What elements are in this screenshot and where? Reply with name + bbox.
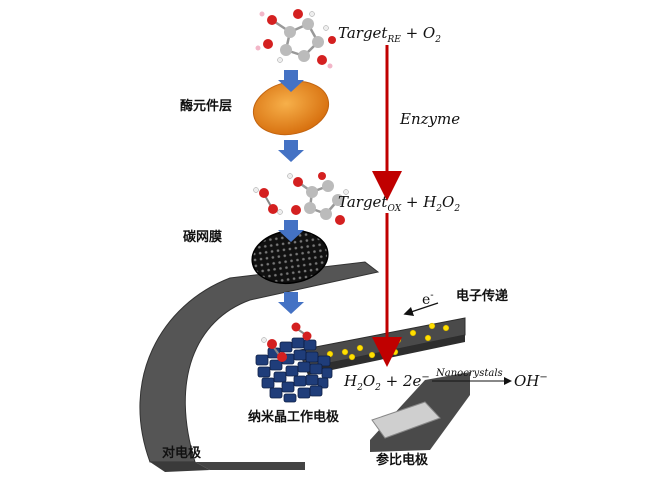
label-enzyme: Enzyme <box>399 110 460 128</box>
label-carbon-membrane: 碳网膜 <box>183 229 222 245</box>
reaction-h2o2-reduction: H2O2 + 2e− <box>343 372 430 393</box>
reaction-product: OH− <box>514 372 548 390</box>
reaction-target-reduced: TargetRE + O2 <box>338 24 441 45</box>
target-molecule-oxidized <box>287 172 349 225</box>
nanocrystal-cluster <box>255 337 333 403</box>
h2o2-molecule-bottom <box>261 322 312 362</box>
label-electron: e- <box>422 290 434 308</box>
target-molecule-top <box>255 9 336 69</box>
reference-electrode-tip <box>371 401 441 439</box>
h2o2-molecule-middle <box>253 187 283 215</box>
label-electron-transfer: 电子传递 <box>456 288 508 304</box>
counter-electrode-shape <box>139 261 380 463</box>
label-counter-electrode: 对电极 <box>162 445 202 461</box>
label-reference-electrode: 参比电极 <box>376 452 429 468</box>
blue-flow-arrows <box>278 70 304 314</box>
label-nanocrystals: Nanocrystals <box>435 368 503 379</box>
electron-transfer-arrow <box>403 302 439 317</box>
reaction-target-oxidized: TargetOX + H2O2 <box>338 193 460 214</box>
label-enzyme-layer: 酶元件层 <box>180 98 232 114</box>
label-nanocrystal-electrode: 纳米晶工作电极 <box>248 409 340 425</box>
